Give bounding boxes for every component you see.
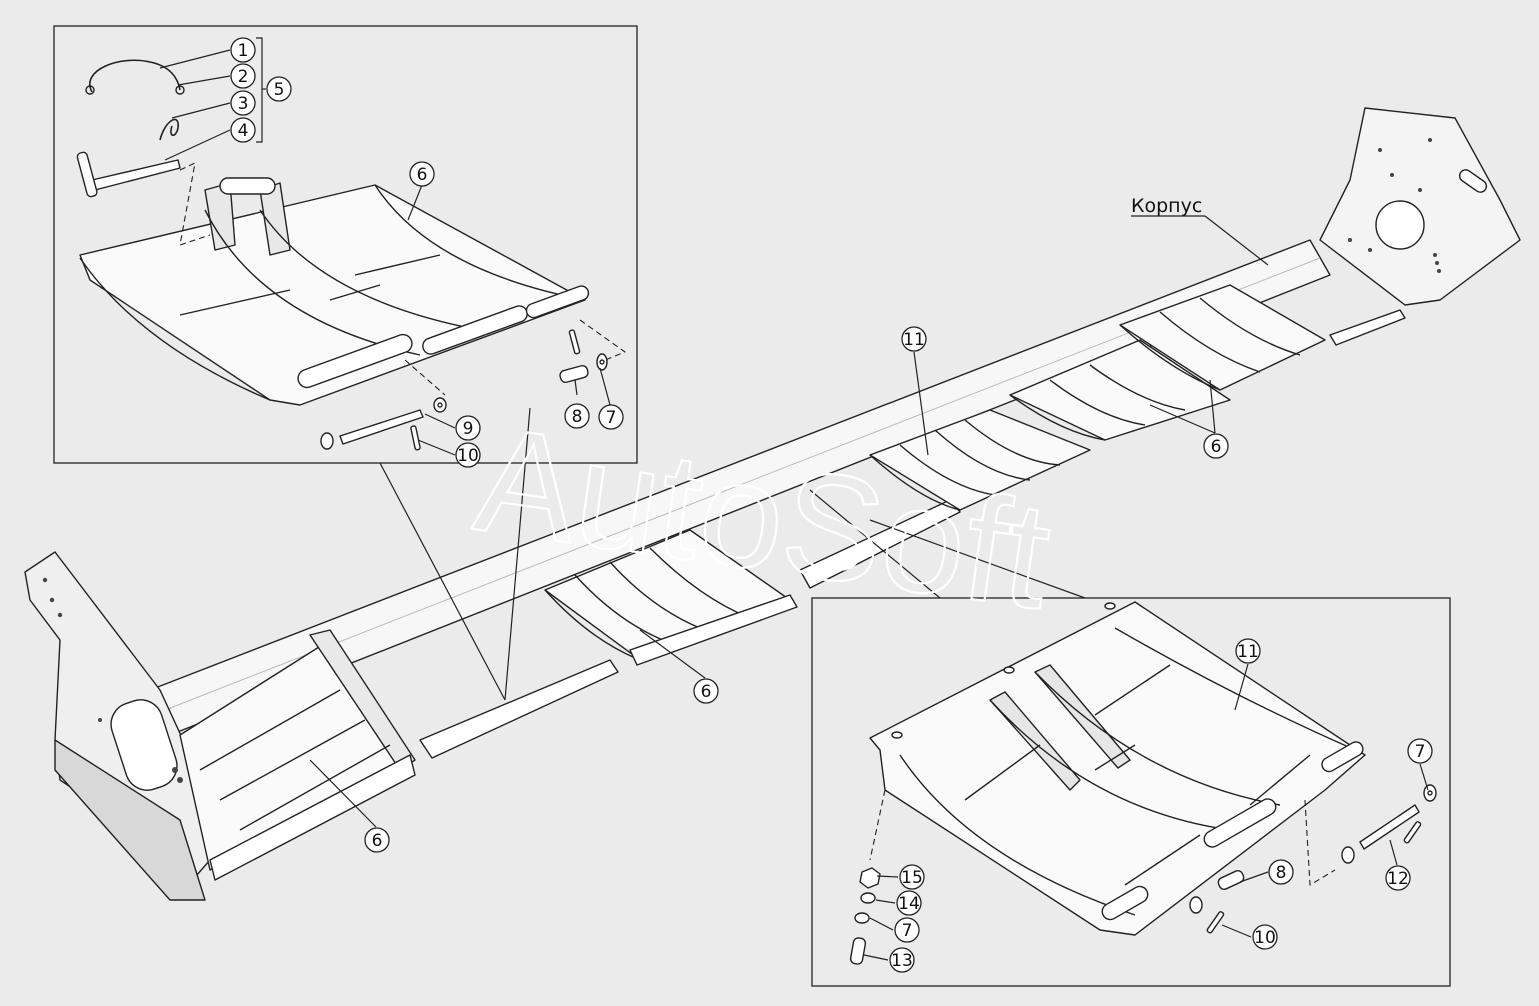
svg-text:6: 6 bbox=[417, 165, 428, 185]
detail-box-top-left bbox=[53, 25, 638, 464]
callout-10-detail: 10 bbox=[455, 442, 481, 468]
cradle-11-detail-tray bbox=[869, 601, 1366, 936]
callout-12: 12 bbox=[1385, 865, 1411, 891]
callout-7-right: 7 bbox=[1407, 738, 1433, 764]
svg-text:6: 6 bbox=[372, 831, 383, 851]
callout-6-right: 6 bbox=[1203, 433, 1229, 459]
detail-box-bottom-right bbox=[811, 597, 1451, 987]
callout-5: 5 bbox=[266, 76, 292, 102]
pin-8-detail bbox=[1217, 870, 1245, 890]
callout-10-right: 10 bbox=[1252, 924, 1278, 950]
callout-1: 1 bbox=[230, 37, 256, 63]
callout-7-detail: 7 bbox=[598, 404, 624, 430]
svg-text:8: 8 bbox=[572, 407, 583, 427]
svg-text:14: 14 bbox=[898, 894, 920, 914]
corpus-annotation: Корпус bbox=[1131, 195, 1269, 266]
svg-text:12: 12 bbox=[1387, 869, 1409, 889]
callout-3: 3 bbox=[230, 90, 256, 116]
pin-8 bbox=[559, 365, 589, 383]
stud bbox=[849, 937, 867, 965]
zoom-leader-lines bbox=[379, 407, 1086, 701]
svg-text:15: 15 bbox=[901, 868, 923, 888]
svg-text:7: 7 bbox=[606, 408, 617, 428]
svg-text:6: 6 bbox=[701, 682, 712, 702]
mounting-strip-left bbox=[419, 659, 619, 759]
corpus-label: Корпус bbox=[1131, 195, 1202, 217]
svg-text:2: 2 bbox=[238, 67, 249, 87]
svg-text:7: 7 bbox=[902, 921, 913, 941]
svg-text:4: 4 bbox=[238, 121, 249, 141]
detail-top-left-parts bbox=[76, 59, 626, 451]
callout-2: 2 bbox=[230, 63, 256, 89]
split-pin bbox=[410, 425, 421, 451]
svg-text:10: 10 bbox=[457, 446, 479, 466]
svg-text:6: 6 bbox=[1211, 437, 1222, 457]
callout-circles: 1 2 3 4 5 6 7 8 9 10 11 6 6 6 11 7 12 8 … bbox=[230, 37, 1433, 973]
right-end-plate bbox=[1319, 107, 1521, 306]
svg-text:11: 11 bbox=[903, 330, 925, 350]
svg-text:9: 9 bbox=[463, 419, 474, 439]
safety-cable bbox=[89, 59, 181, 93]
callout-6-left: 6 bbox=[364, 827, 390, 853]
callout-4: 4 bbox=[230, 117, 256, 143]
svg-text:10: 10 bbox=[1254, 928, 1276, 948]
svg-text:7: 7 bbox=[1415, 742, 1426, 762]
axle-12 bbox=[1359, 804, 1420, 850]
callout-11-detail: 11 bbox=[1235, 638, 1261, 664]
nut bbox=[859, 867, 881, 889]
svg-text:3: 3 bbox=[238, 94, 249, 114]
svg-text:5: 5 bbox=[274, 80, 285, 100]
axle bbox=[339, 409, 424, 445]
cradle-section-right bbox=[1009, 284, 1406, 441]
spring-washer bbox=[860, 892, 876, 904]
svg-text:8: 8 bbox=[1276, 863, 1287, 883]
callout-7-bottom: 7 bbox=[894, 917, 920, 943]
callout-8-right: 8 bbox=[1268, 859, 1294, 885]
callout-9: 9 bbox=[455, 415, 481, 441]
callout-13: 13 bbox=[889, 947, 915, 973]
svg-text:1: 1 bbox=[238, 41, 249, 61]
callout-8-detail: 8 bbox=[564, 403, 590, 429]
detail-bottom-right-parts bbox=[849, 601, 1437, 965]
callout-14: 14 bbox=[896, 890, 922, 916]
callout-6-middle: 6 bbox=[693, 678, 719, 704]
cradle-section-middle bbox=[544, 499, 961, 666]
callout-6-detail: 6 bbox=[409, 161, 435, 187]
svg-text:13: 13 bbox=[891, 951, 913, 971]
spring-clip bbox=[159, 118, 179, 141]
cradle-section-left bbox=[179, 629, 416, 881]
main-assembly bbox=[24, 107, 1521, 901]
svg-text:11: 11 bbox=[1237, 642, 1259, 662]
callouts bbox=[159, 37, 1429, 961]
callout-11-main: 11 bbox=[901, 326, 927, 352]
callout-15: 15 bbox=[899, 864, 925, 890]
